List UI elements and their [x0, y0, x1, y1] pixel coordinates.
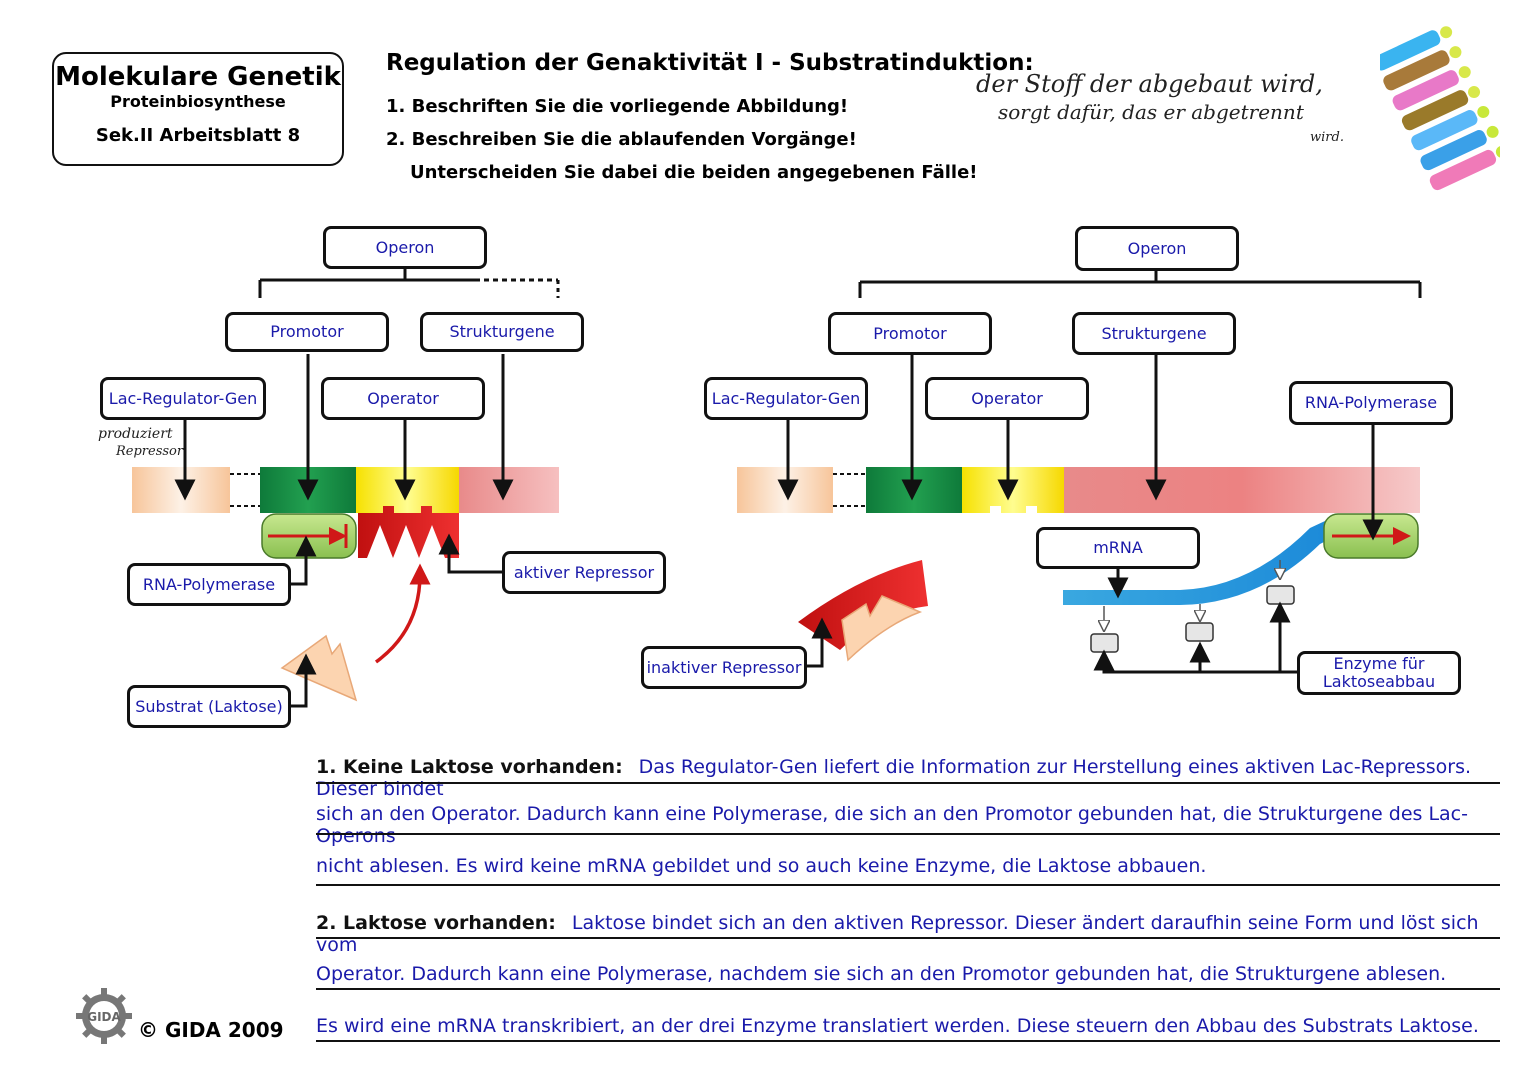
answer-case-2-line-2: Operator. Dadurch kann eine Polymerase, …	[316, 963, 1447, 985]
diagram-canvas	[132, 268, 1422, 708]
enzymes-label: Enzyme für Laktoseabbau	[1297, 651, 1461, 695]
title-box: Molekulare Genetik Proteinbiosynthese Se…	[52, 52, 344, 166]
right-regulator-gene-label: Lac-Regulator-Gen	[704, 377, 868, 420]
answer-rule	[316, 833, 1500, 835]
task-2-detail: Unterscheiden Sie dabei die beiden angeg…	[410, 162, 978, 183]
answer-case-1-line-1: 1. Keine Laktose vorhanden:Das Regulator…	[316, 756, 1500, 800]
answer-case-1-line-2: sich an den Operator. Dadurch kann eine …	[316, 803, 1468, 847]
gida-logo-text: GIDA	[87, 1010, 121, 1024]
gida-logo-icon: GIDA	[76, 988, 132, 1044]
mrna-label: mRNA	[1036, 527, 1200, 569]
active-repressor-label: aktiver Repressor	[502, 551, 666, 594]
page-heading: Regulation der Genaktivität I - Substrat…	[386, 50, 1034, 76]
handwritten-note-line-1: der Stoff der abgebaut wird,	[976, 70, 1323, 98]
answer-rule	[316, 782, 1500, 784]
task-1: 1. Beschriften Sie die vorliegende Abbil…	[386, 96, 849, 117]
left-operator-label: Operator	[321, 377, 485, 420]
handwritten-produziert: produziert	[98, 426, 173, 442]
right-operator-label: Operator	[925, 377, 1089, 420]
task-2: 2. Beschreiben Sie die ablaufenden Vorgä…	[386, 129, 857, 150]
answer-rule	[316, 937, 1500, 939]
answer-rule	[316, 1040, 1500, 1042]
handwritten-repressor: Repressor	[116, 444, 184, 459]
left-promotor-label: Promotor	[225, 312, 389, 352]
case-2-heading: 2. Laktose vorhanden:	[316, 912, 556, 934]
worksheet-number: Sek.II Arbeitsblatt 8	[95, 125, 301, 146]
handwritten-note-line-2: sorgt dafür, das er abgetrennt	[998, 100, 1304, 124]
right-rna-polymerase-label: RNA-Polymerase	[1289, 381, 1453, 425]
copyright: © GIDA 2009	[138, 1018, 284, 1042]
inactive-repressor-label: inaktiver Repressor	[641, 646, 807, 689]
substrate-lactose-label: Substrat (Laktose)	[127, 685, 291, 728]
worksheet-title: Molekulare Genetik	[55, 62, 341, 92]
right-operon-diagram	[737, 268, 1422, 674]
decorative-pencils-image	[1380, 26, 1500, 191]
right-strukturgene-label: Strukturgene	[1072, 312, 1236, 355]
worksheet-subtitle: Proteinbiosynthese	[110, 92, 286, 111]
left-operon-label: Operon	[323, 226, 487, 269]
answer-case-2-line-1: 2. Laktose vorhanden:Laktose bindet sich…	[316, 912, 1500, 956]
answer-case-2-line-3: Es wird eine mRNA transkribiert, an der …	[316, 1015, 1479, 1037]
right-operon-label: Operon	[1075, 226, 1239, 271]
left-regulator-gene-label: Lac-Regulator-Gen	[100, 377, 266, 420]
answer-rule	[316, 988, 1500, 990]
case-2-text-1: Laktose bindet sich an den aktiven Repre…	[316, 912, 1479, 956]
answer-case-1-line-3: nicht ablesen. Es wird keine mRNA gebild…	[316, 855, 1207, 877]
right-promotor-label: Promotor	[828, 312, 992, 355]
left-operon-diagram	[132, 268, 560, 708]
case-1-heading: 1. Keine Laktose vorhanden:	[316, 756, 623, 778]
left-strukturgene-label: Strukturgene	[420, 312, 584, 352]
left-rna-polymerase-label: RNA-Polymerase	[127, 563, 291, 606]
answer-rule	[316, 884, 1500, 886]
handwritten-note-line-3: wird.	[1310, 130, 1344, 145]
